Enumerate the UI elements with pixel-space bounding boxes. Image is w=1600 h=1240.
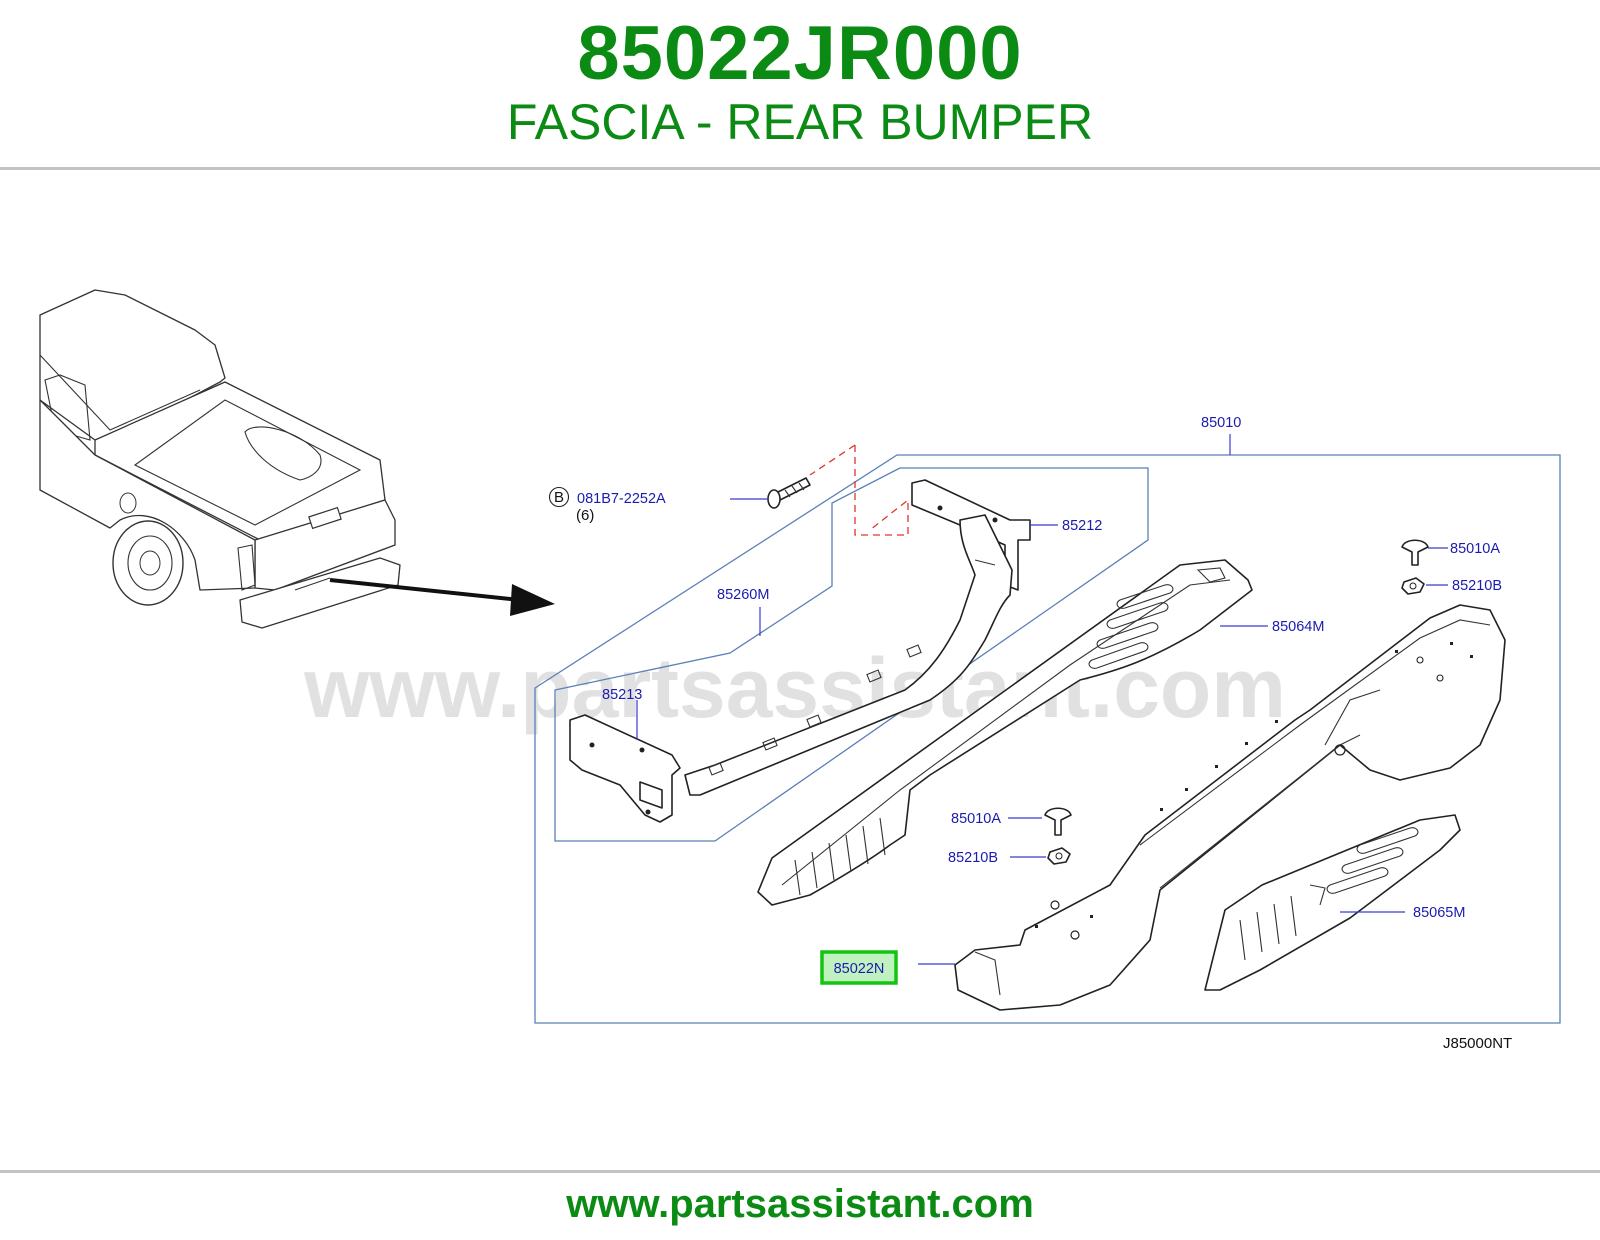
callout-85212[interactable]: 85212 <box>1062 518 1102 534</box>
clip-85010A-top <box>1401 539 1429 566</box>
callout-85210B-mid[interactable]: 85210B <box>948 850 998 866</box>
nut-85210B-mid <box>1047 847 1071 865</box>
callout-85260M[interactable]: 85260M <box>717 587 769 603</box>
part-number-title: 85022JR000 <box>577 11 1023 96</box>
callout-85010A-top[interactable]: 85010A <box>1450 541 1500 557</box>
pointer-arrow <box>329 578 555 616</box>
part-name-subtitle: FASCIA - REAR BUMPER <box>506 94 1094 150</box>
callout-081B7-2252A[interactable]: 081B7-2252A <box>577 491 666 507</box>
member-85260M <box>684 514 1013 796</box>
callout-85065M[interactable]: 85065M <box>1413 905 1465 921</box>
callout-circle-b <box>548 486 570 508</box>
footer-website-link[interactable]: www.partsassistant.com <box>566 1182 1034 1226</box>
bracket-85213 <box>569 714 681 823</box>
callout-85022N[interactable]: 85022N <box>834 961 885 977</box>
leader-lines <box>636 434 1448 965</box>
callout-081B7-quantity: (6) <box>576 507 594 524</box>
assembly-85010-frame <box>534 454 1561 1024</box>
footer-divider <box>0 1170 1600 1173</box>
bracket-85212 <box>911 479 1031 591</box>
callout-circle-b-letter: B <box>554 489 564 506</box>
page-header: 85022JR000 FASCIA - REAR BUMPER <box>0 0 1600 168</box>
bolt-081B7 <box>767 477 811 509</box>
truck-illustration <box>39 289 401 629</box>
callout-85210B-top[interactable]: 85210B <box>1452 578 1502 594</box>
reinforcement-85065M <box>1204 814 1461 991</box>
callout-85213[interactable]: 85213 <box>602 687 642 703</box>
clip-85010A-mid <box>1044 807 1072 836</box>
callout-85010[interactable]: 85010 <box>1201 415 1241 431</box>
header-divider <box>0 167 1600 170</box>
highlight-box-85022N[interactable] <box>820 950 898 985</box>
diagram-reference-code: J85000NT <box>1443 1035 1512 1052</box>
fascia-85022N <box>954 604 1506 1011</box>
nut-85210B-top <box>1401 577 1425 595</box>
reinforcement-85064M <box>757 559 1253 906</box>
callout-85064M[interactable]: 85064M <box>1272 619 1324 635</box>
callout-85010A-mid[interactable]: 85010A <box>951 811 1001 827</box>
